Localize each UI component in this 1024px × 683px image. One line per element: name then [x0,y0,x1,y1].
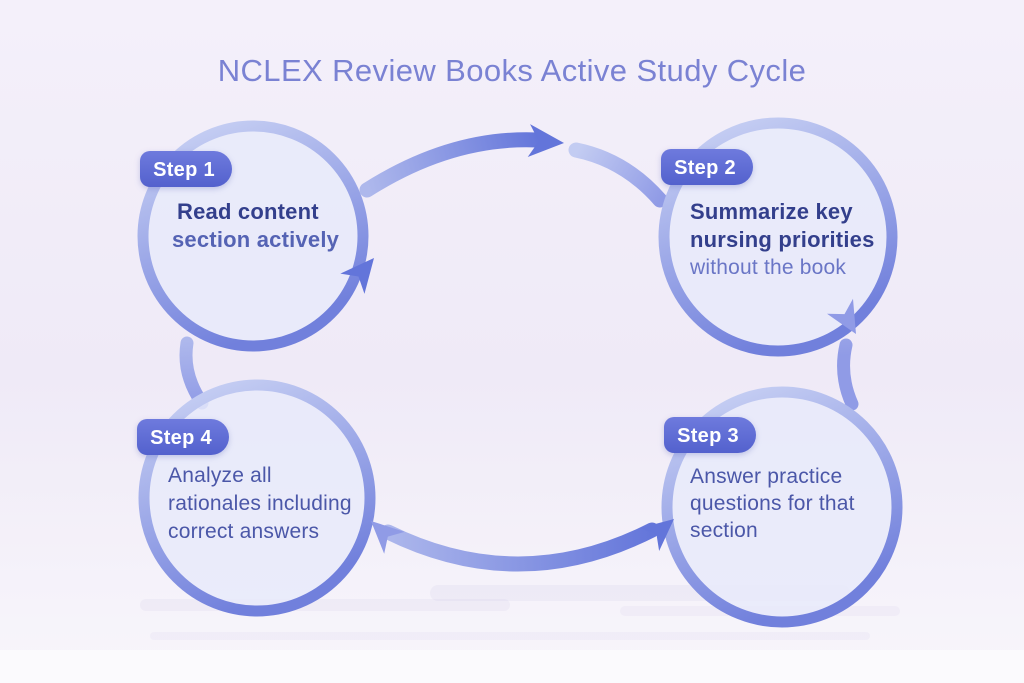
step-3-line-1: Answer practice [690,465,842,488]
step-3-badge-label: Step 3 [677,425,739,447]
smudge-band [150,632,870,640]
step-3-badge: Step 3 [664,417,756,453]
step-1-badge: Step 1 [140,151,232,187]
step-3-line-3: section [690,519,758,542]
step-4-badge-label: Step 4 [150,427,212,449]
step-3-line-2: questions for that [690,492,855,515]
step-4-line-3: correct answers [168,520,319,543]
cycle-arc-top [359,132,546,198]
step-2-badge-label: Step 2 [674,157,736,179]
step-2-text: Summarize key nursing priorities without… [689,199,875,279]
step-4-text: Analyze all rationales including correct… [168,464,352,543]
step-4-ring [138,379,376,617]
bottom-highlight-band [0,650,1024,683]
step-1-line-1: Read content [177,199,319,224]
step-2-ring [658,117,898,357]
step-1-line-2: section actively [172,227,340,252]
page-title: NCLEX Review Books Active Study Cycle [218,53,807,88]
step-1-badge-label: Step 1 [153,159,215,181]
step-4-badge: Step 4 [137,419,229,455]
step-3-ring [661,386,903,628]
step-3-badge-shape [664,417,756,453]
step-1-ring [137,120,369,352]
cycle-arc-bottom [380,522,660,572]
step-3-text: Answer practice questions for that secti… [690,465,855,542]
step-2-line-2: nursing priorities [690,227,875,252]
smudge-band [140,599,510,611]
step-1-badge-shape [140,151,232,187]
step-2-line-3: without the book [689,256,846,279]
step-4-line-1: Analyze all [168,464,272,487]
connector-right [837,338,859,411]
step-2-badge: Step 2 [661,149,753,185]
step-1-text: Read content section actively [172,199,340,252]
step-2-line-1: Summarize key [690,199,853,224]
step-4-badge-shape [137,419,229,455]
step-2-badge-shape [661,149,753,185]
step-4-line-2: rationales including [168,492,352,515]
cycle-arc-top-tail [568,142,668,208]
